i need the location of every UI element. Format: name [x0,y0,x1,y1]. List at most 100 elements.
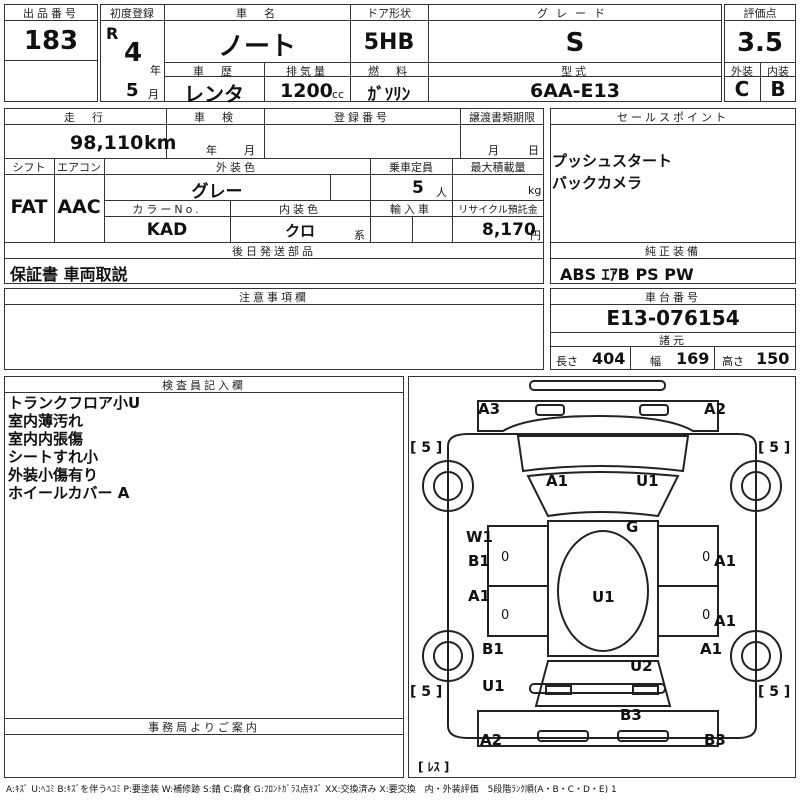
genuine-equipment: ABS ｴｱB PS PW [560,265,694,284]
header-box [100,4,722,102]
score-label: 評価点 [743,7,777,20]
int-score: B [770,77,786,101]
grade: S [565,28,585,58]
tire-depth-mark: 0 [702,550,711,565]
damage-mark: B3 [704,731,726,749]
chassis-label: 車台番号 [645,291,701,304]
car-diagram [422,380,782,747]
recycle-unit: 円 [530,229,541,242]
tire-depth-mark: 0 [501,550,510,565]
sales-box [550,108,796,284]
damage-mark: U1 [482,677,505,695]
detail-box [4,108,544,284]
intcolor-label: 内装色 [279,203,321,216]
inspector-note: トランクフロア小U [8,394,141,412]
grade-label: グレード [537,7,613,20]
recycle-fee: 8,170 [482,220,536,240]
fuel: ｶﾞｿﾘﾝ [367,85,411,105]
ext-label: 外装 [731,65,753,78]
lot-label: 出品番号 [23,7,79,20]
month-unit: 月 [148,88,159,101]
damage-mark: A1 [714,552,737,570]
damage-mark: U1 [636,472,659,490]
legend: A:ｷｽﾞ U:ﾍｺﾐ B:ｷｽﾞを伴うﾍｺﾐ P:要塗装 W:補修跡 S:錆 … [6,785,617,795]
model-code: 6AA-E13 [530,80,620,102]
regno-label: 登録番号 [334,111,390,124]
damage-mark: B1 [468,552,490,570]
transfer-label: 譲渡書類期限 [469,111,535,124]
sales-point: プッシュスタート [552,152,673,170]
sales-point: バックカメラ [552,174,643,192]
length: 404 [592,349,626,368]
tire-tread-front-right: [ 5 ] [758,440,791,456]
door-type: 5HB [363,30,415,55]
inspector-label: 検査員記入欄 [162,379,246,392]
shift: FAT [10,196,48,218]
score: 3.5 [736,28,784,58]
height-label: 高さ [722,355,744,368]
damage-mark: A1 [468,587,491,605]
damage-mark: A3 [478,400,501,418]
tire-depth-mark: 0 [501,608,510,623]
transfer-day-unit: 日 [528,144,539,157]
chassis-box [550,288,796,370]
mileage-unit: km [144,132,177,154]
equip-label: 純正装備 [645,245,701,258]
damage-mark: B1 [482,640,504,658]
tire-tread-front-left: [ 5 ] [410,440,443,456]
width-label: 幅 [650,355,661,368]
inspector-note: 室内内張傷 [8,430,84,448]
interior-color: クロ [284,222,315,240]
reg-year: 4 [124,38,143,68]
era: R [106,24,119,43]
history-label: 車 歴 [193,65,235,78]
damage-mark: B3 [620,706,642,724]
damage-mark: A1 [546,472,569,490]
transfer-month-unit: 月 [488,144,499,157]
mileage-label: 走 行 [64,111,106,124]
reg-month: 5 [126,80,139,101]
fuel-label: 燃 料 [368,65,410,78]
mileage: 98,110 [70,132,144,154]
exterior-color: グレー [191,182,243,202]
inspector-note: 室内薄汚れ [8,412,84,430]
colorno-label: カラーNo. [132,203,202,216]
inspector-note: ホイールカバー A [8,484,130,502]
displacement-label: 排気量 [286,65,328,78]
damage-mark: U2 [630,657,653,675]
chassis-number: E13-076154 [606,306,740,330]
year-unit: 年 [150,64,161,77]
damage-mark: A1 [700,640,723,658]
sales-label: セールスポイント [617,111,729,124]
tire-tread-rear-right: [ 5 ] [758,684,791,700]
caution-box [4,288,544,370]
inspector-note: 外装小傷有り [8,466,99,484]
damage-mark: A2 [480,731,503,749]
color-number: KAD [146,220,188,240]
inspector-note: シートすれ小 [8,448,99,466]
ac-label: エアコン [57,161,101,174]
color-label: 外装色 [216,161,258,174]
lot-number: 183 [23,26,79,56]
damage-mark: W1 [466,528,493,546]
ext-score: C [734,77,750,101]
office-label: 事務局よりご案内 [148,721,260,734]
tire-depth-mark: 0 [702,608,711,623]
inspector-box [4,376,404,778]
parts-label: 後日発送部品 [232,245,316,258]
capacity-unit: 人 [436,186,447,199]
history: レンタ [184,82,244,106]
inspection-month-unit: 月 [244,144,255,157]
damage-mark: G [626,518,639,536]
inspection-year-unit: 年 [206,144,217,157]
width: 169 [676,349,710,368]
later-parts: 保証書 車両取説 [10,265,128,284]
lot-box [4,4,98,102]
damage-mark: A2 [704,400,727,418]
caution-label: 注意事項欄 [239,291,309,304]
recycle-label: リサイクル預託金 [458,205,538,216]
shift-label: シフト [12,161,46,174]
damage-diagram-box [408,376,796,778]
inspection-label: 車 検 [194,111,236,124]
